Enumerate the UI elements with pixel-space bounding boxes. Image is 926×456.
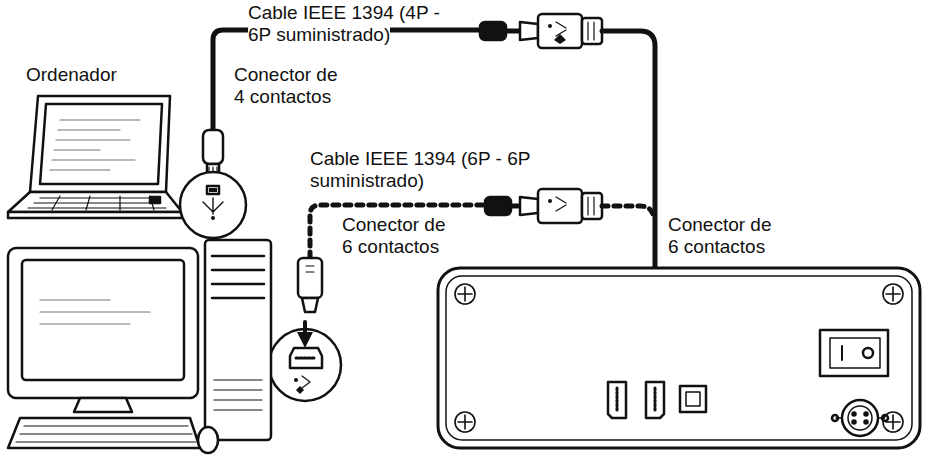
label-text: Cable IEEE 1394 (4P - 6P suministrado) bbox=[248, 2, 440, 45]
connector-label: Conector de 6 contactos bbox=[668, 214, 780, 258]
label-text: Conector de 6 contactos bbox=[342, 214, 446, 257]
cable-label: Cable IEEE 1394 (4P - 6P suministrado) bbox=[248, 2, 448, 46]
cable-label: Cable IEEE 1394 (6P - 6P suministrado) bbox=[310, 148, 540, 192]
connector-label: Conector de 4 contactos bbox=[234, 64, 346, 108]
desktop-computer bbox=[8, 240, 271, 453]
label-text: Ordenador bbox=[26, 64, 117, 85]
label-text: Conector de 6 contactos bbox=[668, 214, 772, 257]
connector-label: Conector de 6 contactos bbox=[342, 214, 454, 258]
device-label: Ordenador bbox=[26, 64, 156, 86]
external-device bbox=[438, 268, 920, 448]
label-text: Conector de 4 contactos bbox=[234, 64, 338, 107]
label-text: Cable IEEE 1394 (6P - 6P suministrado) bbox=[310, 148, 530, 191]
laptop bbox=[8, 96, 182, 218]
